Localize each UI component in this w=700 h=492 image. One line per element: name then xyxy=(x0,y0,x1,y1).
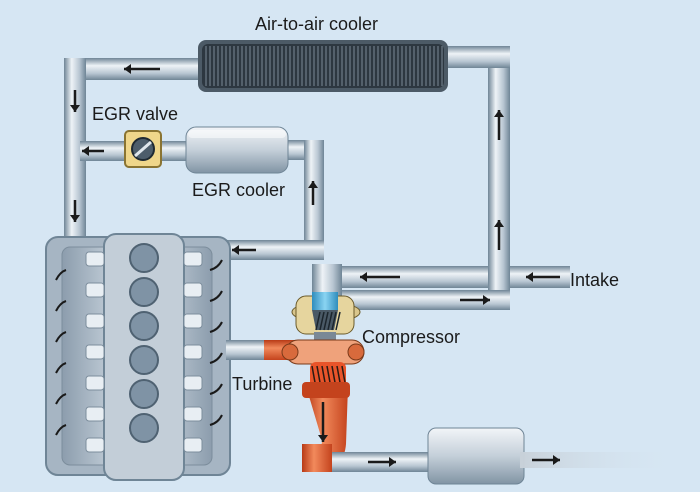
compressor-label: Compressor xyxy=(362,327,460,347)
flow-arrow-icon xyxy=(70,90,80,112)
air-to-air-cooler-label: Air-to-air cooler xyxy=(255,14,378,34)
turbine-label: Turbine xyxy=(232,374,292,394)
flow-arrow-icon xyxy=(494,110,504,140)
air-to-air-cooler xyxy=(198,40,448,92)
turbocharger-icon xyxy=(281,292,365,398)
flow-arrow-icon xyxy=(360,272,400,282)
cylinder-5 xyxy=(129,379,159,409)
flow-arrow-icon xyxy=(526,272,560,282)
cylinder-4 xyxy=(129,345,159,375)
cylinder-1 xyxy=(129,243,159,273)
egr-valve-icon xyxy=(124,130,162,168)
flow-arrow-icon xyxy=(124,64,160,74)
cylinder-2 xyxy=(129,277,159,307)
flow-arrows xyxy=(55,64,560,467)
flow-arrow-icon xyxy=(368,457,396,467)
cylinder-3 xyxy=(129,311,159,341)
flow-arrow-icon xyxy=(494,220,504,250)
flow-arrow-icon xyxy=(308,181,318,205)
flow-arrow-icon xyxy=(232,245,256,255)
flow-arrow-icon xyxy=(532,455,560,465)
egr-cooler xyxy=(185,126,289,174)
intake-label: Intake xyxy=(570,270,619,290)
cylinder-6 xyxy=(129,413,159,443)
flow-arrow-icon xyxy=(460,295,490,305)
egr-cooler-label: EGR cooler xyxy=(192,180,285,200)
flow-arrow-icon xyxy=(70,200,80,222)
muffler-icon xyxy=(427,427,680,485)
flow-arrow-icon xyxy=(318,402,328,442)
intake-pipe xyxy=(340,266,570,288)
flow-arrow-icon xyxy=(82,146,104,156)
engine-block-icon xyxy=(45,233,231,481)
egr-valve-label: EGR valve xyxy=(92,104,178,124)
